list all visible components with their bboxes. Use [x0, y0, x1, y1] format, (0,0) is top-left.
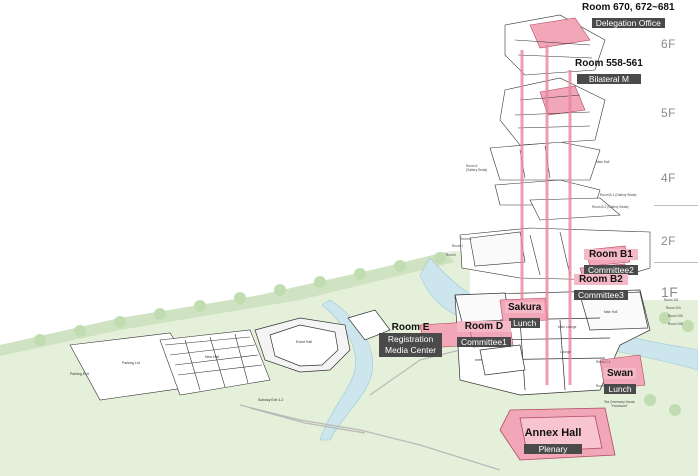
floor-divider	[654, 262, 698, 263]
callout-sub: Delegation Office	[591, 18, 665, 28]
elevator-shafts	[520, 45, 572, 385]
floor-label-5f: 5F	[661, 106, 677, 120]
floor-divider	[654, 205, 698, 206]
callout-title: Room 558-561	[575, 58, 643, 69]
label-main-lounge: Main Lounge	[558, 325, 577, 329]
label-room-106: Room 106	[668, 322, 683, 326]
label-room-101: Room 101	[664, 298, 679, 302]
callout-room-b2: Room B2 Committee3	[574, 274, 628, 303]
floor-label-6f: 6F	[661, 37, 677, 51]
label-subway-exit: Subway Exit 4-2	[258, 398, 284, 402]
callout-sub: Plenary	[524, 444, 582, 454]
callout-delegation-office: Room 670, 672~681 Delegation Office	[582, 2, 675, 31]
parking-lot-building	[69, 329, 271, 401]
floor-label-2f: 2F	[661, 234, 677, 248]
label-new-hall: New Hall	[205, 355, 220, 359]
label-room-104: Room 104	[666, 306, 681, 310]
callout-room-e: Room E Registration Media Center	[379, 322, 443, 358]
callout-title: Room 670, 672~681	[582, 2, 675, 13]
floor-label-4f: 4F	[661, 171, 677, 185]
label-room-a-4f: Room A (Gallery Seats)	[466, 164, 488, 172]
callout-sub: Lunch	[509, 318, 541, 328]
callout-room-d: Room D Committee1	[457, 321, 511, 350]
callout-sub: Committee2	[584, 265, 638, 275]
callout-sub: Committee1	[457, 337, 511, 347]
label-main-hall-1f: Main Hall	[604, 310, 618, 314]
callout-sakura: Sakura Lunch	[505, 302, 545, 331]
label-room-b1-gallery: Room B-1 (Gallery Seats)	[600, 193, 637, 197]
label-room-k: Room K	[460, 237, 472, 241]
callout-title: Room B2	[574, 274, 628, 285]
label-room-i: Room I	[446, 253, 457, 257]
callout-title: Swan	[604, 368, 637, 379]
callout-title: Sakura	[505, 302, 545, 313]
callout-title: Room B1	[584, 249, 638, 260]
callout-annex-hall: Annex Hall Plenary	[524, 428, 582, 457]
label-room-j: Room J	[452, 244, 463, 248]
label-room-c2: Room C-2	[596, 384, 611, 388]
label-tea-house: Tea Ceremony House "Houshoan"	[604, 400, 635, 408]
event-hall-building	[254, 309, 391, 373]
callout-title: Annex Hall	[524, 427, 582, 439]
label-main-hall-4f: Main Hall	[596, 160, 610, 164]
callout-sub: Committee3	[574, 290, 628, 300]
callout-title: Room E	[391, 322, 430, 333]
label-room-c1: Room C-1	[596, 360, 611, 364]
callout-sub: Registration Media Center	[379, 333, 443, 357]
label-parking-lot: Parking Lot	[122, 361, 140, 365]
callout-title: Room D	[457, 321, 511, 332]
label-event-hall: Event Hall	[296, 340, 312, 344]
walkways	[239, 349, 501, 471]
label-room-b2-gallery: Room B-2 (Gallery Seats)	[592, 205, 629, 209]
callout-bilateral: Room 558-561 Bilateral M	[575, 58, 643, 87]
label-lounge: Lounge	[560, 350, 571, 354]
label-parking-exit: Parking Exit	[70, 372, 89, 376]
callout-swan: Swan Lunch	[604, 368, 637, 397]
floor-label-1f: 1F	[661, 284, 679, 300]
callout-room-b1: Room B1 Committee2	[584, 249, 638, 278]
callout-sub: Lunch	[604, 384, 636, 394]
floor-plate-6f	[504, 14, 606, 76]
label-room-105: Room 105	[668, 314, 683, 318]
floor-plate-5f	[499, 77, 606, 146]
callout-sub: Bilateral M	[576, 74, 641, 84]
